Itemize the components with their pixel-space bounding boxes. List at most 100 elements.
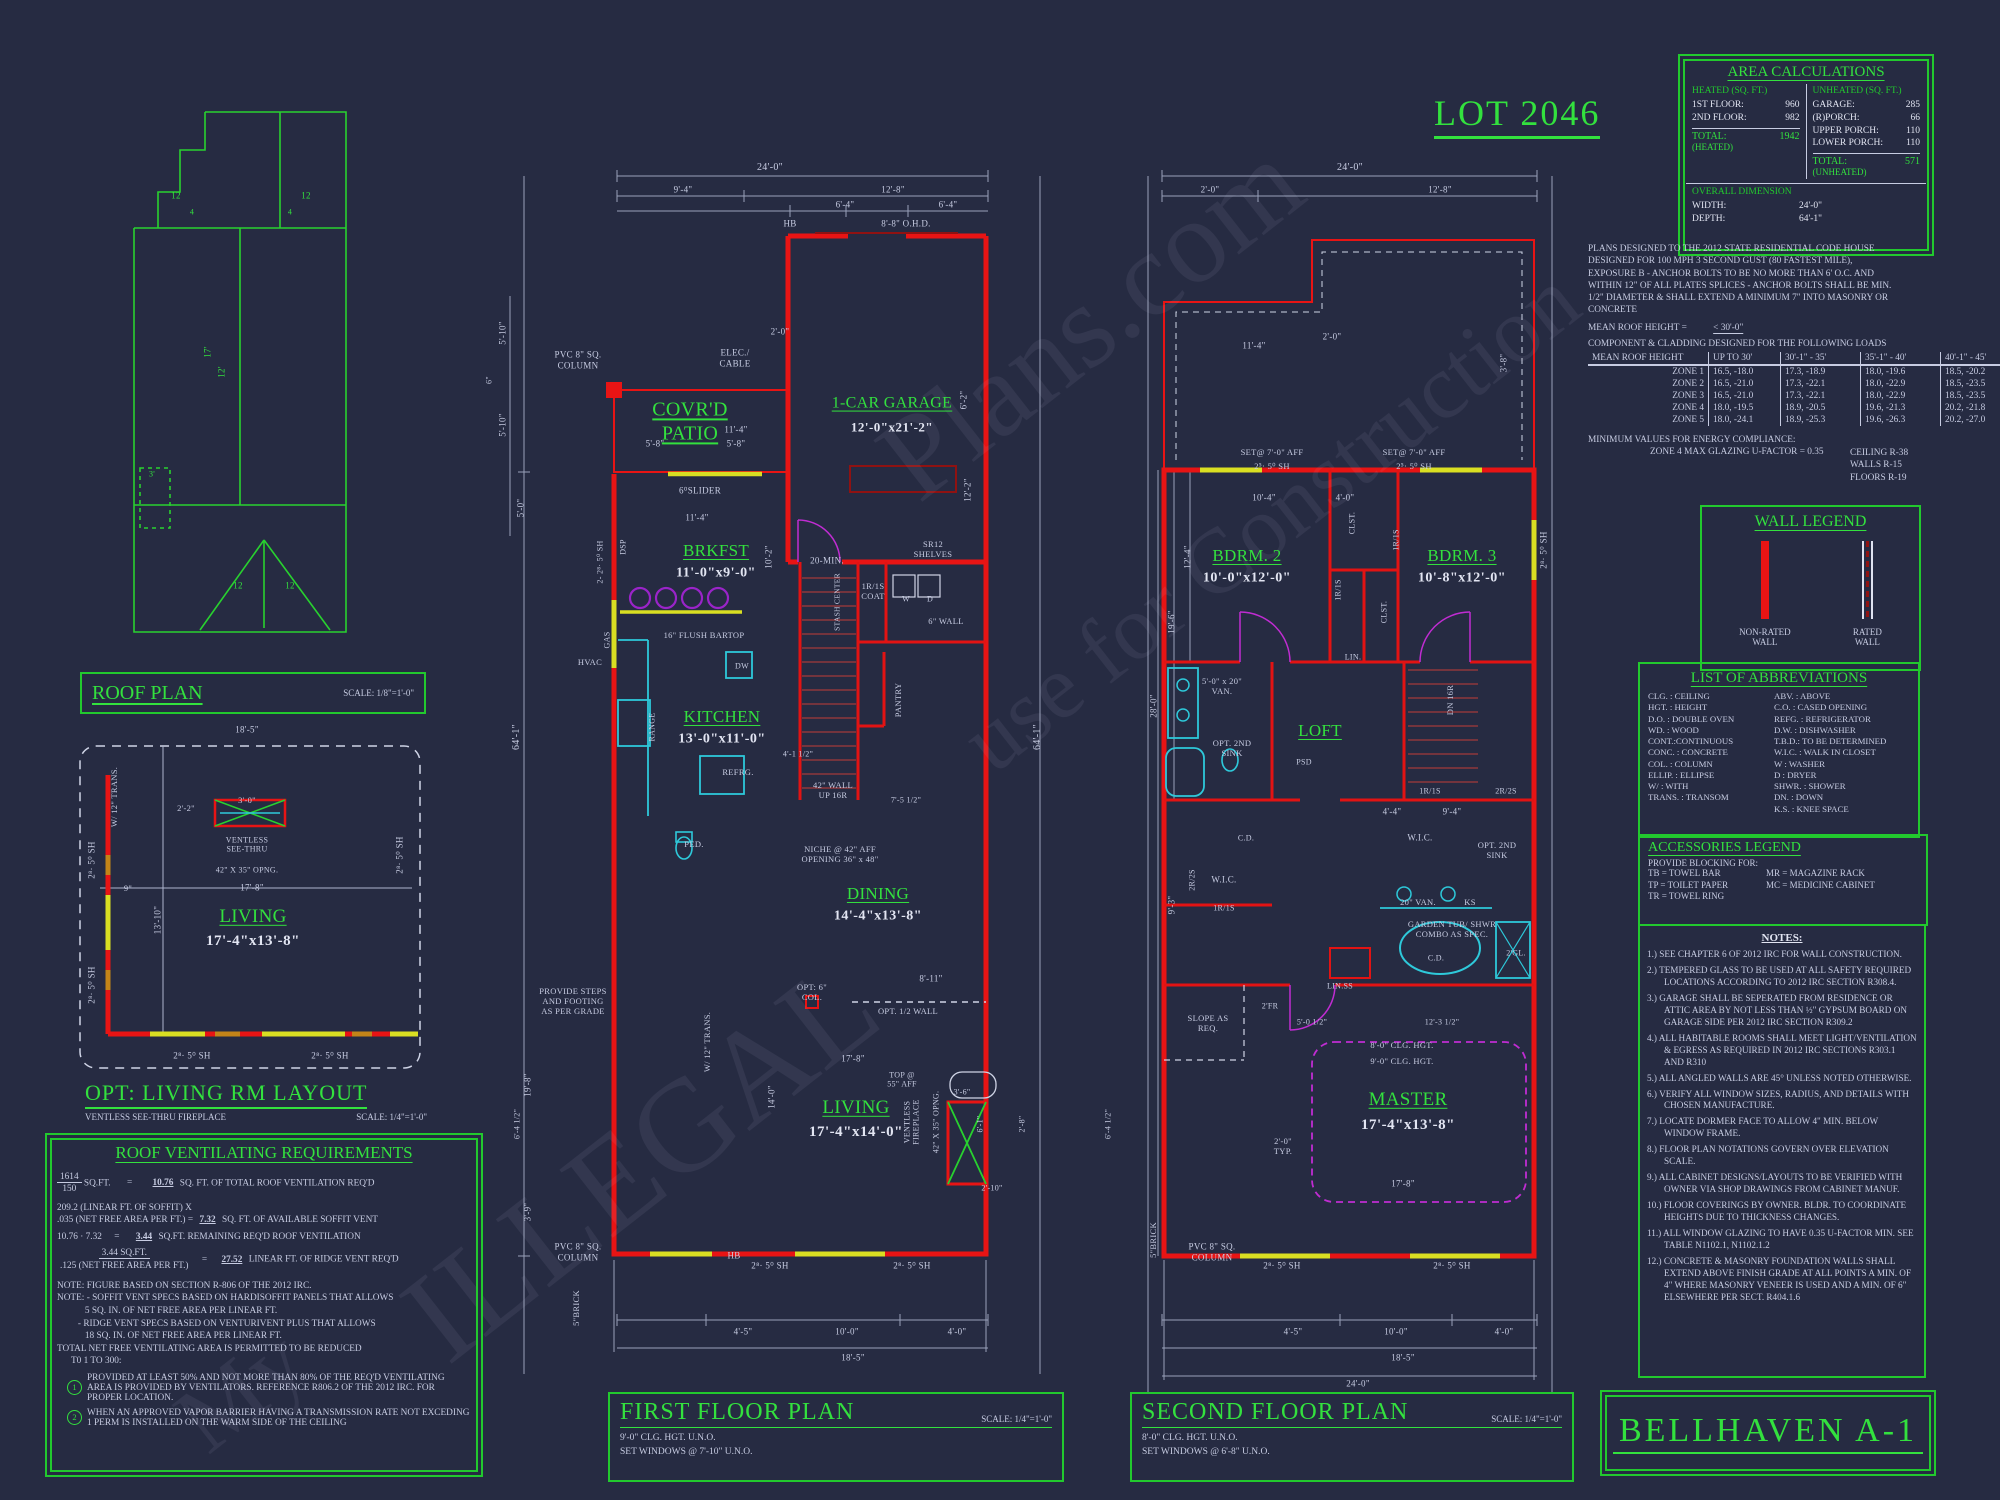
code-design-notes: PLANS DESIGNED TO THE 2012 STATE RESIDEN… (1588, 243, 2000, 483)
abbreviation: CONC. : CONCRETE (1648, 747, 1728, 758)
ff-annotation: NICHE @ 42" AFF OPENING 36" x 48" (801, 843, 879, 864)
ff-annotation: 16" FLUSH BARTOP (663, 629, 745, 640)
opt-annotation: 13'-10" (152, 905, 163, 935)
ff-annotation: 17'-4"x14'-0" (809, 1124, 903, 1141)
ff-annotation: SR12 SHELVES (913, 538, 953, 559)
sf-annotation: 2⁸· 5⁰ SH (1263, 1260, 1301, 1271)
sf-annotation: 2R/2S (1187, 869, 1197, 891)
energy-line2: ZONE 4 MAX GLAZING U-FACTOR = 0.35 (1650, 447, 1824, 458)
sf-annotation: PVC 8" SQ. COLUMN (1188, 1241, 1236, 1262)
cc-cell: ZONE 4 (1672, 403, 1704, 414)
abbreviation: WD. : WOOD (1648, 724, 1699, 735)
sf-annotation: 2⁸· 5⁰ SH (1433, 1260, 1471, 1271)
sf-annotation: LIN. (1344, 652, 1362, 662)
overall-dimension-section: OVERALL DIMENSION WIDTH:24'-0"DEPTH:64'-… (1686, 183, 1926, 226)
ff-annotation: 20-MIN. (810, 555, 844, 566)
opt-annotation: 2⁸· 5⁰ SH (86, 841, 97, 879)
design-note-line: EXPOSURE B - ANCHOR BOLTS TO BE NO MORE … (1588, 268, 1874, 279)
roof-annotation: 12 (233, 580, 243, 591)
overall-row: DEPTH:64'-1" (1692, 214, 1822, 225)
ff-annotation: 2- 2⁸· 5⁰ SH (595, 540, 605, 584)
sf-annotation: 1R/1S (1391, 529, 1401, 551)
abbreviation: D.O. : DOUBLE OVEN (1648, 713, 1735, 724)
notes-panel: NOTES: 1.) SEE CHAPTER 6 OF 2012 IRC FOR… (1638, 924, 1926, 1378)
sf-annotation: W.I.C. (1211, 874, 1237, 885)
ff-annotation: VENTLESS FIREPLACE (902, 1099, 921, 1145)
accessory: TR = TOWEL RING (1648, 891, 1725, 902)
first-floor-scale: SCALE: 1/4"=1'-0" (981, 1414, 1052, 1424)
ff-annotation: 6'-4 1/2" (512, 1108, 522, 1140)
cc-cell: 18.0, -22.9 (1860, 378, 1940, 391)
room-label-bdrm3: BDRM. 3 (1427, 545, 1497, 565)
abbreviation: ABV. : ABOVE (1774, 691, 1831, 701)
unheated-total-label: TOTAL: (1812, 156, 1848, 168)
ff-annotation: PANTRY (892, 682, 903, 718)
accessory: MR = MAGAZINE RACK (1766, 868, 1865, 878)
notes-title: NOTES: (1761, 932, 1803, 944)
room-label-brkfst: BRKFST (682, 540, 750, 560)
opt-annotation: 18'-5" (235, 724, 259, 735)
ff-annotation: D (926, 594, 934, 604)
sf-annotation: OPT. 2ND SINK (1212, 737, 1252, 758)
opt-annotation: 17'-4"x13'-8" (206, 933, 300, 950)
abbreviations-title: LIST OF ABBREVIATIONS (1690, 670, 1868, 686)
accessory: MC = MEDICINE CABINET (1766, 879, 1875, 890)
ff-annotation: 14'-0" (766, 1085, 777, 1109)
unheated-label: UNHEATED (SQ. FT.) (1812, 86, 1902, 96)
opt-annotation: 17'-8" (240, 882, 264, 893)
roof-plan-title: ROOF PLAN (92, 681, 203, 704)
ff-annotation: STASH CENTER (832, 573, 842, 631)
ff-annotation: 12'-2" (962, 478, 973, 502)
ff-annotation: 5'-0" (515, 498, 526, 518)
ff-annotation: RANGE (647, 712, 657, 742)
sf-annotation: 2⁵· 5⁰ SH (1254, 460, 1290, 471)
ff-annotation: 11'-4" (724, 424, 748, 435)
roof-plan-scale: SCALE: 1/8"=1'-0" (343, 688, 414, 698)
sf-annotation: 9'-3" (1166, 895, 1177, 915)
second-floor-note1: 8'-0" CLG. HGT. U.N.O. (1142, 1433, 1238, 1443)
ff-annotation: 42" WALL UP 16R (813, 779, 853, 800)
abbreviation: D : DRYER (1774, 769, 1817, 780)
ff-annotation: 17'-8" (841, 1053, 865, 1064)
energy-right-line: WALLS R-15 (1850, 460, 1902, 471)
abbreviation: COL. : COLUMN (1648, 758, 1713, 769)
ff-annotation: 2'-8" (1017, 1115, 1027, 1133)
sf-annotation: C.D. (1427, 953, 1445, 963)
first-floor-title: FIRST FLOOR PLAN (620, 1399, 855, 1425)
sf-annotation: 1R/1S (1333, 579, 1343, 601)
ff-annotation: 4'-1 1/2" (782, 749, 814, 759)
opt-annotation: 2⁸· 5⁰ SH (311, 1050, 349, 1061)
ff-annotation: 64'-1" (511, 723, 523, 751)
cc-cell: 18.0, -24.1 (1708, 414, 1780, 427)
sf-annotation: 12'-4" (1182, 545, 1193, 569)
sf-dimension-lines (1147, 170, 1553, 1392)
sf-annotation: GARDEN TUB/ SHWR COMBO AS SPEC. (1407, 918, 1497, 939)
ff-annotation: 11'-0"x9'-0" (676, 565, 756, 581)
roof-annotation: 12' (216, 366, 227, 378)
design-note-line: 1/2" DIAMETER & SHALL EXTEND A MINIMUM 7… (1588, 293, 1889, 304)
unheated-total-sub: (UNHEATED) (1812, 167, 1867, 178)
opt-annotation: 2'-2" (177, 802, 195, 813)
abbreviation: HGT. : HEIGHT (1648, 702, 1708, 713)
energy-line1: MINIMUM VALUES FOR ENERGY COMPLIANCE: (1588, 435, 1796, 446)
ff-annotation: HVAC (577, 656, 603, 667)
sf-annotation: 1R/1S (1419, 786, 1441, 796)
ff-annotation: OPT: 6" COL. (797, 981, 827, 1002)
area-calc-title: AREA CALCULATIONS (1727, 64, 1885, 80)
sf-annotation: 1R/1S (1213, 903, 1235, 913)
ff-annotation: 3'-6" (953, 1087, 971, 1097)
cc-cell: ZONE 1 (1672, 367, 1704, 378)
accessories-legend-panel: ACCESSORIES LEGEND PROVIDE BLOCKING FOR:… (1638, 834, 1928, 926)
cc-header-cell: 35'-1" - 40' (1860, 352, 1940, 367)
room-label-garage: 1-CAR GARAGE (831, 394, 953, 412)
roof-vent-note: NOTE: FIGURE BASED ON SECTION R-806 OF T… (57, 1280, 312, 1291)
opt-annotation: VENTLESS SEE-THRU (225, 835, 269, 854)
cc-cell: 18.9, -20.5 (1780, 402, 1860, 415)
ff-annotation: 5'-10" (497, 413, 508, 437)
sf-annotation: 12'-8" (1428, 184, 1452, 195)
sf-annotation: 2'-0" (1200, 184, 1220, 195)
ff-annotation: GAS (602, 631, 612, 649)
